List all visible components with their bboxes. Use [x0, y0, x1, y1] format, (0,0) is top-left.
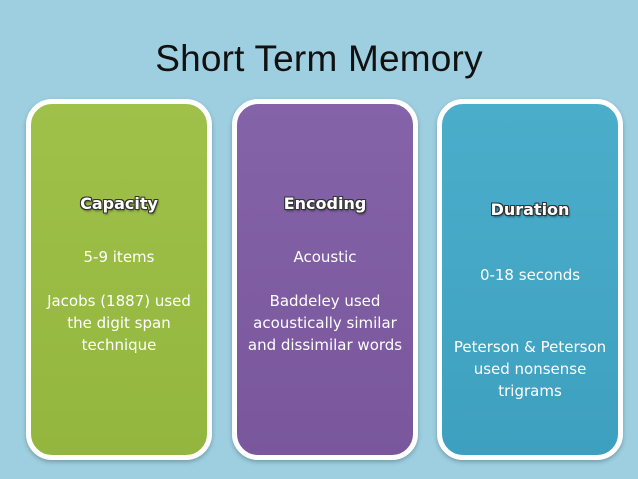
- duration-study: Peterson & Peterson used nonsense trigra…: [453, 338, 607, 400]
- capacity-card: Capacity 5-9 items Jacobs (1887) used th…: [26, 99, 212, 460]
- encoding-card: Encoding Acoustic Baddeley used acoustic…: [232, 99, 418, 460]
- capacity-study: Jacobs (1887) used the digit span techni…: [47, 292, 191, 354]
- capacity-header: Capacity: [80, 194, 158, 213]
- duration-card: Duration 0-18 seconds Peterson & Peterso…: [437, 99, 623, 460]
- duration-header: Duration: [490, 200, 570, 219]
- encoding-value: Acoustic: [293, 248, 357, 266]
- slide-title: Short Term Memory: [155, 38, 483, 79]
- encoding-study: Baddeley used acoustically similar and d…: [247, 292, 403, 354]
- capacity-value: 5-9 items: [83, 248, 155, 266]
- duration-value: 0-18 seconds: [479, 266, 581, 284]
- encoding-header: Encoding: [283, 194, 367, 213]
